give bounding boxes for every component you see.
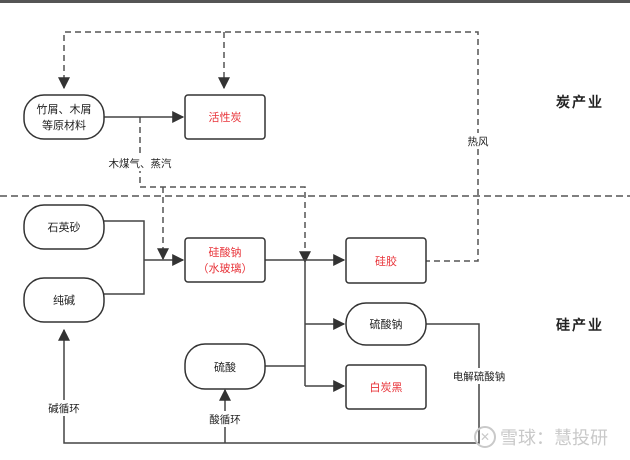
svg-text:木煤气、蒸汽: 木煤气、蒸汽 [109,157,172,170]
hot-air-loop [58,31,479,262]
snowball-logo-icon: ✕ [474,426,496,448]
white-carbon-black-label: 白炭黑 [370,380,403,394]
soda-ash-label: 纯碱 [53,294,75,307]
svg-text:热风: 热风 [468,135,489,148]
node-soda-ash[interactable]: 纯碱 [23,277,105,323]
node-sodium-sulfate[interactable]: 硫酸钠 [345,302,427,346]
edge-label-wood-gas-steam: 木煤气、蒸汽 [104,155,176,171]
edge-label-hot-air: 热风 [465,133,491,149]
sodium-silicate-line1: 硅酸钠 [209,245,242,259]
edge-label-electrolysis: 电解硫酸钠 [449,368,509,384]
node-quartz-sand[interactable]: 石英砂 [23,204,105,250]
edge-label-alkali-cycle: 碱循环 [45,400,83,416]
silica-gel-label: 硅胶 [375,254,397,268]
node-sodium-silicate[interactable]: 硅酸钠 （水玻璃） [184,237,266,283]
top-border [0,0,630,3]
wood-gas-steam-line [139,117,311,264]
activated-carbon-label: 活性炭 [209,110,242,124]
svg-text:碱循环: 碱循环 [48,402,80,415]
watermark: ✕ 雪球：慧投研 [474,422,608,452]
svg-text:酸循环: 酸循环 [209,413,241,426]
sodium-silicate-line2: （水玻璃） [198,261,253,275]
raw-materials-line2: 等原材料 [42,118,86,132]
node-sulfuric-acid[interactable]: 硫酸 [184,343,266,390]
node-raw-materials[interactable]: 竹屑、木屑 等原材料 [23,94,105,140]
sulfuric-acid-label: 硫酸 [214,360,236,374]
edge-label-acid-cycle: 酸循环 [206,411,244,427]
raw-materials-line1: 竹屑、木屑 [37,102,92,116]
node-silica-gel[interactable]: 硅胶 [345,237,427,284]
node-white-carbon-black[interactable]: 白炭黑 [345,364,427,410]
section-label-silicon: 硅产业 [556,317,604,334]
node-activated-carbon[interactable]: 活性炭 [184,94,266,140]
sodium-sulfate-label: 硫酸钠 [370,317,403,331]
quartz-sand-label: 石英砂 [48,220,81,234]
watermark-text: 雪球：慧投研 [500,428,608,449]
svg-text:电解硫酸钠: 电解硫酸钠 [453,370,506,383]
section-label-carbon: 炭产业 [556,94,604,111]
